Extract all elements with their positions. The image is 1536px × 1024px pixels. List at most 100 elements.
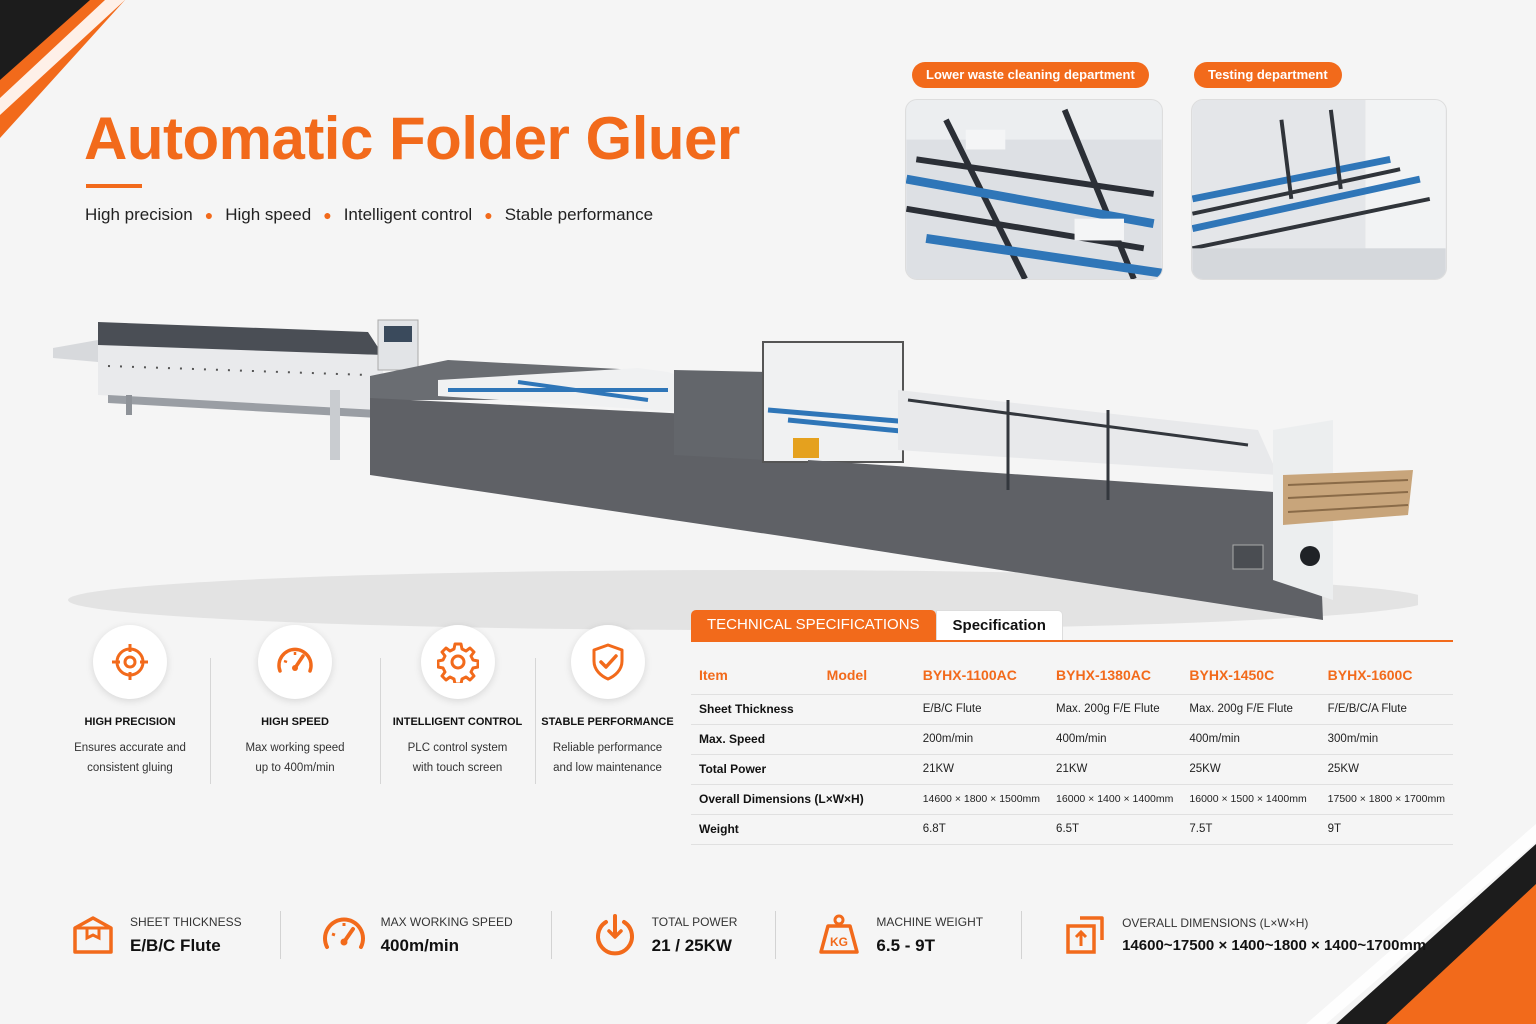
row-label: Weight xyxy=(691,813,915,845)
table-cell: Max. 200g F/E Flute xyxy=(1048,693,1182,724)
table-cell: 14600 × 1800 × 1500mm xyxy=(914,783,1049,814)
stat-divider xyxy=(775,911,777,959)
photo-label-testing: Testing department xyxy=(1194,62,1342,88)
feature-icon-badge xyxy=(93,625,167,699)
feature-title: HIGH SPEED xyxy=(261,716,329,728)
stat-value: 21 / 25KW xyxy=(651,935,732,955)
table-row: Overall Dimensions (L×W×H) 14600 × 1800 … xyxy=(691,783,1453,814)
tab-specification[interactable]: Specification xyxy=(935,610,1063,640)
table-cell: 400m/min xyxy=(1181,723,1320,754)
table-row: Total Power 21KW 21KW 25KW 25KW xyxy=(691,753,1453,784)
folder-gluer-machine-image xyxy=(53,319,1418,630)
feature-icon-badge xyxy=(258,625,332,699)
spec-divider xyxy=(691,640,1453,642)
stat-label: OVERALL DIMENSIONS (L×W×H) xyxy=(1122,916,1309,930)
feature-description: Reliable performance and low maintenance xyxy=(552,742,663,774)
table-cell: 6.8T xyxy=(914,813,1049,845)
stat-max-working-speed: MAX WORKING SPEED 400m/min xyxy=(319,905,513,965)
table-row: Weight 6.8T 6.5T 7.5T 9T xyxy=(691,813,1453,845)
corner-decoration-bottom-right xyxy=(1306,824,1536,1024)
table-header-row: Item Model BYHX-1100AC BYHX-1380AC BYHX-… xyxy=(691,656,1453,694)
table-cell: 6.5T xyxy=(1048,813,1182,845)
feature-icon-badge xyxy=(570,625,645,699)
table-cell: 25KW xyxy=(1319,753,1453,784)
stat-sheet-thickness: SHEET THICKNESS E/B/C Flute xyxy=(68,905,242,965)
machine-detail-photo xyxy=(906,100,1162,279)
bullet-dot-icon: ● xyxy=(484,207,493,223)
row-label: Overall Dimensions (L×W×H) xyxy=(691,783,915,814)
column-header-item: Item xyxy=(699,666,728,683)
shield-check-icon xyxy=(592,643,623,681)
row-label: Total Power xyxy=(691,753,915,784)
stat-total-power: TOTAL POWER 21 / 25KW xyxy=(590,905,738,965)
column-header-model-name: BYHX-1600C xyxy=(1327,666,1413,683)
tagline: High speed xyxy=(225,205,312,224)
table-row: Max. Speed 200m/min 400m/min 400m/min 30… xyxy=(691,723,1453,754)
target-icon xyxy=(112,644,148,680)
stat-label: TOTAL POWER xyxy=(651,914,738,929)
column-header-model-name: BYHX-1380AC xyxy=(1056,666,1151,683)
stats-bar: SHEET THICKNESS E/B/C Flute MAX WORKING … xyxy=(68,905,1426,965)
table-cell: 16000 × 1500 × 1400mm xyxy=(1181,783,1320,814)
column-header-model-name: BYHX-1100AC xyxy=(922,666,1017,683)
stat-label: MACHINE WEIGHT xyxy=(876,914,984,929)
feature-description: Max working speed up to 400m/min xyxy=(245,742,345,774)
tab-technical-specifications[interactable]: TECHNICAL SPECIFICATIONS xyxy=(691,610,936,640)
feature-high-speed: HIGH SPEED Max working speed up to 400m/… xyxy=(210,620,380,790)
feature-high-precision: HIGH PRECISION Ensures accurate and cons… xyxy=(50,620,210,790)
table-row: Sheet Thickness E/B/C Flute Max. 200g F/… xyxy=(691,693,1453,724)
table-cell: 17500 × 1800 × 1700mm xyxy=(1319,783,1453,814)
feature-list: HIGH PRECISION Ensures accurate and cons… xyxy=(50,620,690,790)
speedometer-icon xyxy=(277,647,313,673)
feature-title: HIGH PRECISION xyxy=(84,716,176,728)
feature-description: Ensures accurate and consistent gluing xyxy=(74,742,186,774)
feature-intelligent-control: INTELLIGENT CONTROL PLC control system w… xyxy=(380,620,535,790)
stat-label: MAX WORKING SPEED xyxy=(380,914,513,929)
table-cell: 9T xyxy=(1319,813,1453,845)
bullet-dot-icon: ● xyxy=(204,207,214,223)
gear-icon xyxy=(436,642,479,683)
power-icon xyxy=(595,914,634,956)
feature-stable-performance: STABLE PERFORMANCE Reliable performance … xyxy=(535,620,680,790)
row-label: Max. Speed xyxy=(691,723,915,754)
tagline: Intelligent control xyxy=(343,205,473,224)
feature-description: PLC control system with touch screen xyxy=(407,742,508,774)
spec-tab-bar: TECHNICAL SPECIFICATIONS Specification xyxy=(691,610,1063,640)
photo-label-waste-cleaning: Lower waste cleaning department xyxy=(912,62,1149,88)
feature-title: INTELLIGENT CONTROL xyxy=(392,716,523,728)
feature-icon-badge xyxy=(420,625,495,699)
stat-divider xyxy=(550,911,552,959)
stat-machine-weight: KG MACHINE WEIGHT 6.5 - 9T xyxy=(814,905,983,965)
table-cell: 21KW xyxy=(914,753,1049,784)
stat-value: 14600~17500 × 1400~1800 × 1400~1700mm xyxy=(1122,937,1427,954)
table-cell: 21KW xyxy=(1048,753,1182,784)
stat-value: 400m/min xyxy=(380,935,460,955)
stat-value: E/B/C Flute xyxy=(130,935,221,955)
photo-testing-department xyxy=(1191,99,1447,280)
column-header-model: Model xyxy=(826,666,868,683)
table-cell: 7.5T xyxy=(1181,813,1320,845)
tagline-list: High precision ● High speed ● Intelligen… xyxy=(85,205,653,225)
table-cell: Max. 200g F/E Flute xyxy=(1181,693,1320,724)
table-cell: 400m/min xyxy=(1048,723,1182,754)
table-cell: E/B/C Flute xyxy=(914,693,1049,724)
tagline: Stable performance xyxy=(504,205,654,224)
stat-value: 6.5 - 9T xyxy=(876,935,936,955)
page-title: Automatic Folder Gluer xyxy=(84,105,740,172)
specification-table: Item Model BYHX-1100AC BYHX-1380AC BYHX-… xyxy=(691,656,1453,845)
machine-detail-photo xyxy=(1192,100,1446,279)
table-cell: 200m/min xyxy=(914,723,1049,754)
stat-overall-dimensions: OVERALL DIMENSIONS (L×W×H) 14600~17500 ×… xyxy=(1060,905,1426,965)
corner-decoration-top-left xyxy=(0,0,125,138)
table-cell: 16000 × 1400 × 1400mm xyxy=(1048,783,1182,814)
bullet-dot-icon: ● xyxy=(323,207,332,223)
stat-label: SHEET THICKNESS xyxy=(130,914,242,929)
row-label: Sheet Thickness xyxy=(691,693,915,724)
weight-kg-text: KG xyxy=(830,935,848,949)
photo-waste-cleaning-department xyxy=(905,99,1163,280)
feature-title: STABLE PERFORMANCE xyxy=(541,716,674,728)
tagline: High precision xyxy=(85,205,193,224)
box-icon xyxy=(73,916,113,954)
speedometer-icon xyxy=(322,917,365,949)
dimensions-icon xyxy=(1066,916,1104,954)
